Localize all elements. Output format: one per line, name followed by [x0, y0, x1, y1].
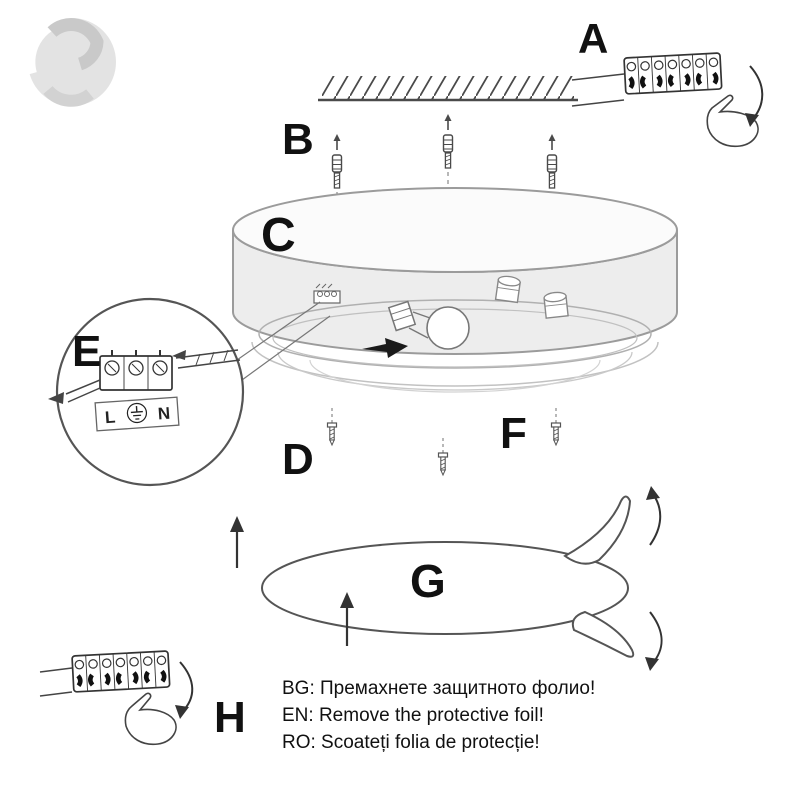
rotate-arrow-top — [646, 486, 662, 546]
wire-label-neutral: N — [157, 404, 171, 424]
wire-label-plate: L N — [94, 396, 180, 432]
press-arrow — [179, 661, 194, 713]
wire-label-line: L — [104, 408, 116, 428]
diffuser-shade — [230, 486, 663, 671]
outgoing-wires — [48, 379, 101, 404]
earth-symbol — [126, 402, 148, 424]
instruction-text-block: BG: Премахнете защитното фолио! EN: Remo… — [282, 675, 595, 756]
insert-bulb-arrow — [362, 338, 408, 358]
wiring-detail: L N — [48, 297, 331, 487]
lift-arrow — [230, 516, 244, 568]
lamp-interior — [258, 275, 652, 369]
instruction-ro: RO: Scoateți folia de protecție! — [282, 732, 540, 753]
shade-horn-top — [563, 495, 632, 565]
brand-logo — [21, 11, 116, 107]
step-label-b: B — [282, 115, 314, 164]
step-label-d: D — [282, 435, 314, 484]
instruction-bg: BG: Премахнете защитното фолио! — [282, 678, 596, 699]
attach-arrow — [340, 592, 354, 646]
instruction-en: EN: Remove the protective foil! — [282, 705, 544, 726]
lamp-socket-with-bulb — [362, 300, 470, 358]
rotate-arrow-bottom — [645, 611, 663, 671]
cable-arrow — [172, 350, 186, 360]
step-h-connection — [39, 651, 194, 746]
lamp-socket-2 — [494, 275, 521, 304]
wire-arrow — [48, 392, 64, 404]
lamp-canopy-drum — [232, 187, 678, 355]
pointing-hand — [706, 94, 759, 148]
ceiling-surface — [318, 76, 578, 102]
step-label-c: C — [261, 209, 296, 262]
detail-terminal-block — [99, 350, 173, 391]
step-label-f: F — [500, 409, 527, 458]
pointing-hand — [124, 692, 177, 746]
step-label-a: A — [578, 15, 609, 62]
interior-terminal-block — [313, 283, 341, 304]
step-label-h: H — [214, 693, 246, 742]
press-arrow — [749, 65, 764, 121]
step-label-g: G — [410, 555, 446, 607]
shade-horn-bottom — [571, 610, 635, 658]
lamp-socket-3 — [543, 291, 569, 319]
step-label-e: E — [72, 327, 102, 376]
step-a-connection — [571, 53, 764, 148]
mains-cable — [172, 349, 241, 369]
detail-circle — [55, 297, 245, 487]
glass-diffuser-rings — [251, 341, 659, 393]
